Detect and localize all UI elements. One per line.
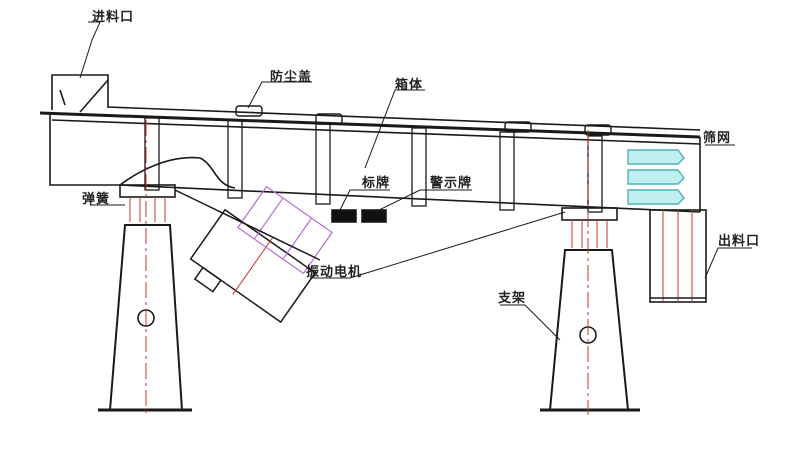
right-support-frame xyxy=(540,130,640,415)
label-feed-inlet: 进料口 xyxy=(92,10,135,25)
label-vibration-motor: 振动电机 xyxy=(306,265,363,280)
screen-mesh-layers xyxy=(627,149,685,205)
label-screen-mesh: 筛网 xyxy=(703,131,732,146)
discharge-chute xyxy=(649,209,707,303)
label-warning-plate: 警示牌 xyxy=(430,176,473,191)
top-beam xyxy=(39,106,701,145)
label-spring: 弹簧 xyxy=(82,192,111,207)
label-discharge-outlet: 出料口 xyxy=(718,234,761,249)
label-support-frame: 支架 xyxy=(498,291,527,306)
vibration-motor-body xyxy=(174,185,333,324)
stiffener-ribs xyxy=(144,117,603,213)
label-dust-cover: 防尘盖 xyxy=(270,70,313,85)
label-nameplate: 标牌 xyxy=(362,176,391,191)
left-support-frame xyxy=(98,120,192,415)
leader-lines xyxy=(79,21,752,341)
dust-cover-clamps xyxy=(235,105,612,136)
label-screen-box: 箱体 xyxy=(395,78,424,93)
plates xyxy=(331,209,387,223)
feed-inlet-hopper xyxy=(51,74,109,113)
